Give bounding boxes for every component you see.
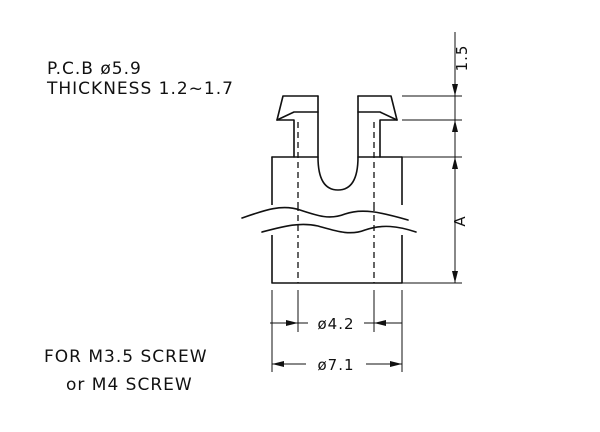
arrow-outer-right [390, 361, 402, 367]
support-part-outline [271, 95, 403, 284]
screw-note-line1: FOR M3.5 SCREW [44, 347, 208, 367]
break-lines [241, 205, 417, 235]
arrow-a-bottom [452, 271, 458, 283]
pcb-hole-note: P.C.B ø5.9 [47, 59, 142, 79]
arrow-top-1 [452, 84, 458, 96]
thickness-note: THICKNESS 1.2~1.7 [46, 79, 234, 99]
body-height-label: A [451, 215, 469, 226]
outer-diameter-label: ø7.1 [317, 356, 354, 374]
horizontal-dimensions [270, 290, 403, 372]
arrow-inner-left [286, 320, 298, 326]
arrow-top-2 [452, 120, 458, 132]
arrow-inner-right [374, 320, 386, 326]
arrow-a-top [452, 157, 458, 169]
top-height-label: 1.5 [453, 45, 471, 72]
arrow-outer-left [272, 361, 284, 367]
vertical-dimensions [402, 32, 462, 284]
inner-diameter-label: ø4.2 [317, 315, 354, 333]
screw-note-line2: or M4 SCREW [66, 375, 193, 395]
